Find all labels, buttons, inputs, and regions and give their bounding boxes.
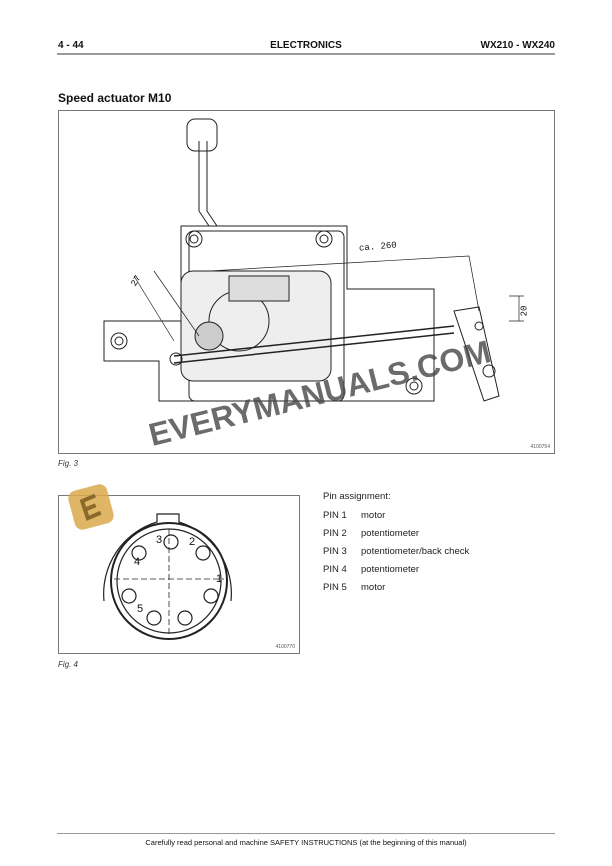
pin-label-5: 5 bbox=[137, 603, 144, 615]
figure-number: 4100770 bbox=[275, 644, 295, 650]
figure-3-caption: Fig. 3 bbox=[58, 459, 79, 468]
pin-row: PIN 1 motor bbox=[323, 510, 385, 521]
pin-id: PIN 2 bbox=[323, 528, 347, 539]
pin-function: potentiometer/back check bbox=[361, 546, 470, 557]
footer-note: Carefully read personal and machine SAFE… bbox=[145, 838, 467, 847]
pin-function: motor bbox=[361, 510, 386, 521]
dimension-right: 20 bbox=[519, 305, 530, 317]
figure-4-caption: Fig. 4 bbox=[58, 660, 79, 669]
pin-id: PIN 1 bbox=[323, 510, 347, 521]
section-title: ELECTRONICS bbox=[270, 40, 342, 51]
figure-number: 4100754 bbox=[530, 444, 550, 450]
pin-row: PIN 2 potentiometer bbox=[323, 528, 419, 539]
connector-drawing bbox=[103, 513, 232, 640]
pin-assignment-heading: Pin assignment: bbox=[323, 491, 391, 502]
header-rule bbox=[57, 53, 555, 55]
pin-row: PIN 4 potentiometer bbox=[323, 564, 419, 575]
pin-function: potentiometer bbox=[361, 564, 420, 575]
pin-label-3: 3 bbox=[156, 534, 163, 546]
figure-4-connector: 1 2 3 4 5 4100770 bbox=[58, 495, 300, 654]
pin-function: potentiometer bbox=[361, 528, 420, 539]
page-number: 4 - 44 bbox=[58, 40, 84, 51]
pin-id: PIN 4 bbox=[323, 564, 347, 575]
pin-row: PIN 5 motor bbox=[323, 582, 385, 593]
model-range: WX210 - WX240 bbox=[480, 40, 555, 51]
pin-function: motor bbox=[361, 582, 386, 593]
pin-label-2: 2 bbox=[189, 536, 196, 548]
pin-label-1: 1 bbox=[216, 573, 223, 585]
footer-rule bbox=[57, 833, 555, 834]
figure-3-speed-actuator: ca. 260 27 20 4100754 bbox=[58, 110, 555, 454]
pin-label-4: 4 bbox=[134, 556, 141, 568]
actuator-drawing bbox=[103, 118, 524, 402]
pin-id: PIN 3 bbox=[323, 546, 347, 557]
pin-id: PIN 5 bbox=[323, 582, 347, 593]
page-title: Speed actuator M10 bbox=[58, 91, 172, 105]
pin-row: PIN 3 potentiometer/back check bbox=[323, 546, 469, 557]
